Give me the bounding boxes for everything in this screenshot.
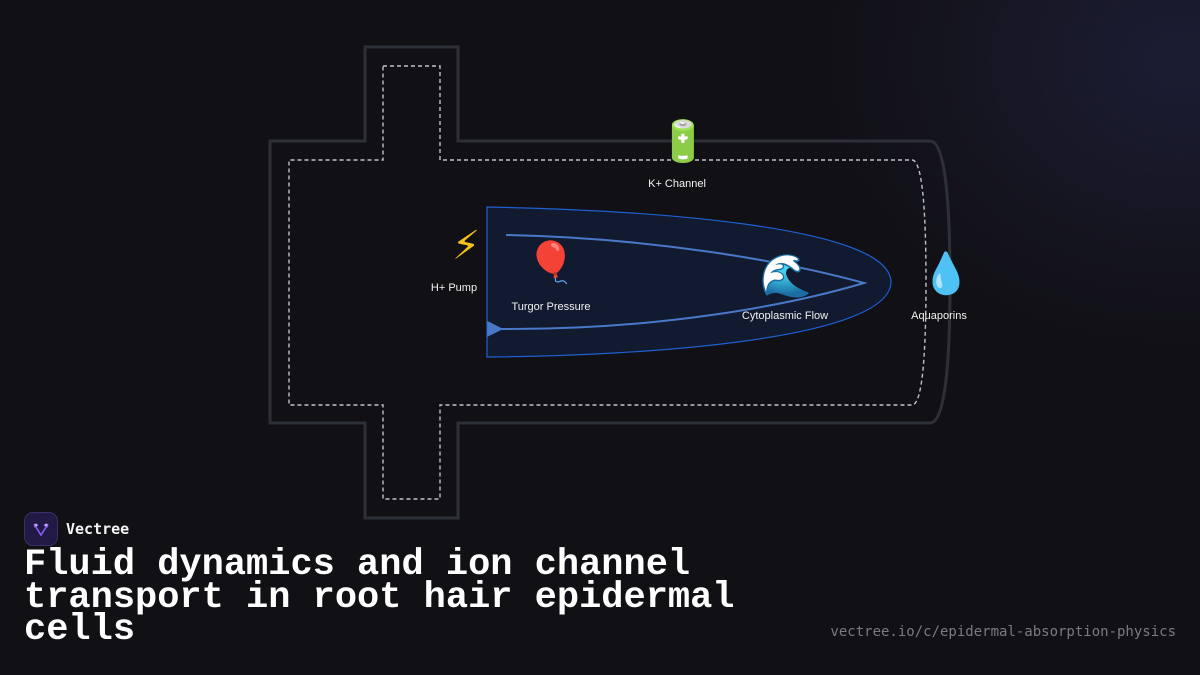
brand-name: Vectree: [66, 520, 130, 538]
cytoplasmic-flow-region: [486, 206, 892, 358]
source-url[interactable]: vectree.io/c/epidermal-absorption-physic…: [830, 624, 1176, 640]
brand: Vectree: [24, 512, 129, 546]
balloon-icon: 🎈: [526, 240, 576, 286]
vectree-logo-icon: [24, 512, 58, 546]
cytoplasmic-flow-label: Cytoplasmic Flow: [741, 310, 829, 322]
battery-icon: 🔋: [658, 119, 708, 165]
k-channel-label: K+ Channel: [648, 178, 706, 190]
page-title: Fluid dynamics and ion channel transport…: [24, 544, 735, 651]
lightning-icon: ⚡: [451, 223, 481, 269]
cytoplasmic-flow-arrow: [487, 234, 868, 337]
cell-wall-outline: [268, 45, 952, 520]
turgor-pressure-label: Turgor Pressure: [511, 301, 591, 313]
plasma-membrane-outline: [288, 65, 927, 500]
wave-icon: 🌊: [759, 251, 813, 300]
aquaporins-label: Aquaporins: [911, 310, 967, 322]
h-pump-label: H+ Pump: [430, 282, 478, 294]
droplet-icon: 💧: [921, 251, 971, 297]
